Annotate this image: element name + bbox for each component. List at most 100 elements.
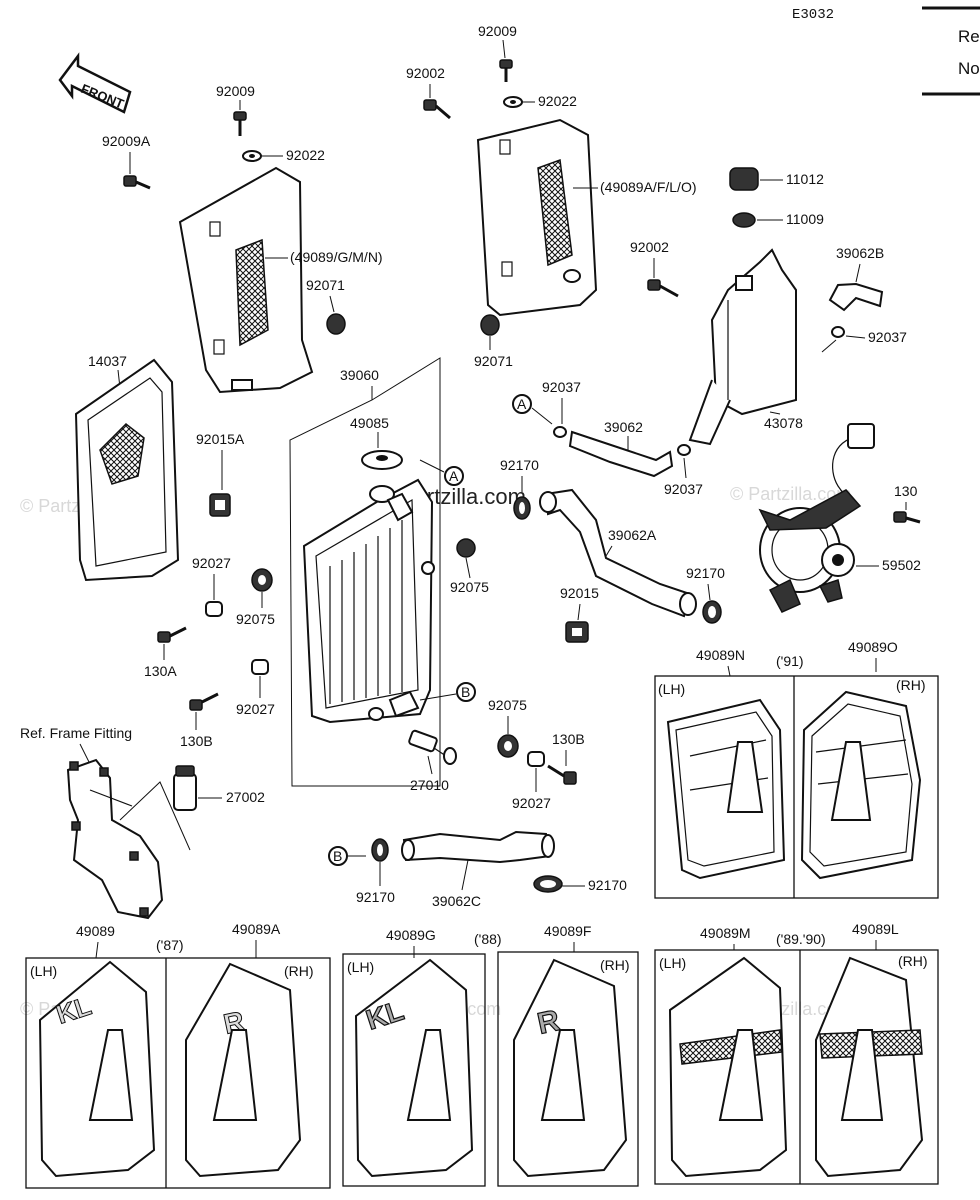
- label-92009-left: 92009: [216, 83, 255, 99]
- label-92075-low: 92075: [488, 697, 527, 713]
- label-92075-mid: 92075: [450, 579, 489, 595]
- label-92009-top: 92009: [478, 23, 517, 39]
- washer-92022-left-icon: [242, 150, 262, 162]
- label-92037-low: 92037: [664, 481, 703, 497]
- grommet-92071-right-icon: [480, 314, 500, 336]
- panel-set-8990-year: ('89.'90): [776, 931, 826, 947]
- panel-set-91-lh: (LH): [658, 681, 685, 697]
- label-92015: 92015: [560, 585, 599, 601]
- panel-set-91: 49089N ('91) 49089O (LH) (RH): [654, 639, 939, 899]
- grommet-92075-mid-icon: [456, 538, 476, 558]
- panel-set-91-rh: (RH): [896, 677, 926, 693]
- clamp-92170-c-icon: [533, 875, 563, 893]
- panel-set-88-left-code: 49089G: [386, 927, 436, 943]
- collar-92027-b-icon: [251, 659, 269, 675]
- side-cover-14037: [74, 358, 180, 582]
- fan-switch-27010-icon: [408, 729, 457, 765]
- radiator-shroud-left: [178, 166, 314, 394]
- label-92015A: 92015A: [196, 431, 245, 447]
- clamp-92170-top-icon: [513, 496, 531, 520]
- label-14037: 14037: [88, 353, 127, 369]
- radiator-39060: [302, 478, 435, 724]
- label-92037-mid: 92037: [542, 379, 581, 395]
- panel-set-88-rh: (RH): [600, 957, 630, 973]
- label-39062: 39062: [604, 419, 643, 435]
- label-92002-top: 92002: [406, 65, 445, 81]
- label-130: 130: [894, 483, 918, 499]
- marker-b-lower-label: B: [333, 848, 342, 864]
- panel-set-91-left-code: 49089N: [696, 647, 745, 663]
- label-92002-right: 92002: [630, 239, 669, 255]
- panel-set-88-lh: (LH): [347, 959, 374, 975]
- label-130B-left: 130B: [180, 733, 213, 749]
- bolt-130B-left-icon: [189, 692, 219, 711]
- label-59502: 59502: [882, 557, 921, 573]
- label-92071-right: 92071: [474, 353, 513, 369]
- clamp-92037-right-icon: [831, 326, 845, 338]
- marker-b-upper-label: B: [461, 684, 470, 700]
- label-49089AFLO: (49089A/F/L/O): [600, 179, 697, 195]
- bolt-92009-top-icon: [499, 59, 513, 82]
- marker-b-lower: B: [328, 846, 348, 866]
- washer-92022-top-icon: [503, 96, 523, 108]
- label-11012: 11012: [786, 171, 824, 187]
- marker-a-upper-label: A: [449, 468, 459, 484]
- panel-set-88: 49089G ('88) 49089F (LH) (RH) KL R: [342, 923, 639, 1187]
- bolt-130-icon: [893, 511, 921, 524]
- bracket-frame-fitting: [66, 758, 164, 920]
- label-39062A: 39062A: [608, 527, 657, 543]
- label-27010: 27010: [410, 777, 449, 793]
- clip-92015A-icon: [209, 493, 231, 517]
- label-49089GMN: (49089/G/M/N): [290, 249, 383, 265]
- marker-b-upper: B: [456, 682, 476, 702]
- hose-39062B-icon: [828, 282, 884, 312]
- bolt-130A-icon: [157, 626, 187, 643]
- clip-92015-icon: [565, 621, 589, 643]
- reservoir-tank-43078: [688, 248, 797, 446]
- panel-set-8990-left-code: 49089M: [700, 925, 751, 941]
- panel-set-87-year: ('87): [156, 937, 184, 953]
- label-27002: 27002: [226, 789, 265, 805]
- label-92027-c: 92027: [512, 795, 551, 811]
- ref-frame-fitting-label: Ref. Frame Fitting: [20, 725, 132, 741]
- label-43078: 43078: [764, 415, 803, 431]
- label-92022-top: 92022: [538, 93, 577, 109]
- panel-set-87-left-code: 49089: [76, 923, 115, 939]
- hose-39062-icon: [568, 430, 674, 478]
- label-92075-left: 92075: [236, 611, 275, 627]
- relay-27002-icon: [173, 765, 197, 811]
- panel-set-87-rh: (RH): [284, 963, 314, 979]
- front-arrow-icon: FRONT: [58, 52, 132, 114]
- panel-set-91-year: ('91): [776, 653, 804, 669]
- radiator-shroud-right: [476, 118, 598, 317]
- panel-set-8990-rh: (RH): [898, 953, 928, 969]
- label-39062B: 39062B: [836, 245, 884, 261]
- bolt-130B-right-icon: [547, 764, 577, 785]
- label-130B-right: 130B: [552, 731, 585, 747]
- grommet-92071-left-icon: [326, 313, 346, 335]
- label-92170-c: 92170: [588, 877, 627, 893]
- bolt-92009-left-icon: [233, 111, 247, 136]
- marker-a-lower-label: A: [517, 396, 527, 412]
- marker-a-upper: A: [444, 466, 464, 486]
- hose-39062A-icon: [539, 488, 697, 618]
- grommet-92075-left-icon: [251, 568, 273, 592]
- clamp-92037-mid-icon: [553, 426, 567, 438]
- label-130A: 130A: [144, 663, 177, 679]
- panel-set-87: 49089 ('87) 49089A (LH) (RH) KL R: [25, 921, 331, 1189]
- collar-92027-c-icon: [527, 751, 545, 767]
- label-11009: 11009: [786, 211, 824, 227]
- label-92027-b: 92027: [236, 701, 275, 717]
- collar-92027-a-icon: [205, 601, 223, 617]
- panel-set-88-right-code: 49089F: [544, 923, 591, 939]
- label-92022-left: 92022: [286, 147, 325, 163]
- corner-note-line1: Re: [958, 27, 980, 46]
- label-92170-mid: 92170: [686, 565, 725, 581]
- panel-set-8990: 49089M ('89.'90) 49089L (LH) (RH): [654, 921, 939, 1185]
- cap-11012-icon: [729, 167, 759, 191]
- panel-set-91-right-code: 49089O: [848, 639, 898, 655]
- panel-set-88-year: ('88): [474, 931, 502, 947]
- label-39060: 39060: [340, 367, 379, 383]
- cooling-fan-59502: [758, 423, 875, 613]
- panel-set-87-lh: (LH): [30, 963, 57, 979]
